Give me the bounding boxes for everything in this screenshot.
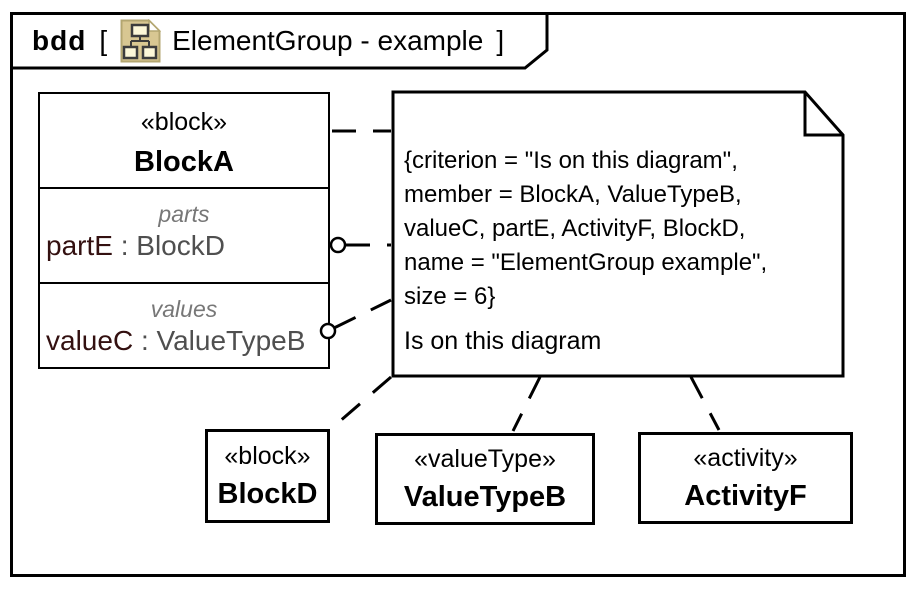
blockd-name: BlockD [217, 477, 318, 510]
diagram-kind-label: bdd [32, 25, 87, 56]
blocka-parts-compartment: parts partE : BlockD [40, 187, 328, 282]
property-name: valueC [46, 325, 134, 356]
note-line: size = 6} [404, 283, 496, 310]
close-bracket: ] [496, 25, 505, 56]
blocka-name-compartment: «block» BlockA [40, 94, 328, 187]
diagram-title: ElementGroup - example [172, 25, 484, 56]
note-line: name = "ElementGroup example", [404, 249, 768, 276]
note-shape [391, 90, 845, 378]
note-body-text: Is on this diagram [404, 327, 602, 355]
blockd-stereotype: «block» [224, 441, 311, 470]
block-blockd: «block» BlockD [205, 429, 330, 523]
valuetypeb-name: ValueTypeB [403, 480, 567, 513]
note-line: {criterion = "Is on this diagram", [404, 147, 738, 174]
property-type: : BlockD [112, 230, 225, 261]
note-fold-corner [803, 92, 843, 137]
blocka-name: BlockA [134, 146, 234, 178]
block-blocka: «block» BlockA parts partE : BlockD valu… [38, 92, 330, 369]
open-bracket: [ [99, 25, 108, 56]
blocka-values-compartment: values valueC : ValueTypeB [40, 282, 328, 367]
valuetype-valuetypeb: «valueType» ValueTypeB [375, 433, 595, 525]
element-group-icon [120, 19, 162, 63]
activity-activityf: «activity» ActivityF [638, 432, 853, 524]
value-property-valuec: valueC : ValueTypeB [40, 325, 328, 357]
frame-header: bdd [ ElementGroup - example ] [32, 19, 506, 63]
part-property-parte: partE : BlockD [40, 230, 328, 262]
note-line: valueC, partE, ActivityF, BlockD, [404, 215, 746, 242]
valuetypeb-stereotype: «valueType» [414, 444, 556, 473]
note-line: member = BlockA, ValueTypeB, [404, 181, 742, 208]
note-outline [391, 90, 845, 378]
activityf-stereotype: «activity» [693, 443, 798, 472]
values-compartment-label: values [150, 296, 218, 322]
blocka-stereotype: «block» [140, 108, 228, 136]
parts-compartment-label: parts [158, 201, 210, 227]
property-type: : ValueTypeB [133, 325, 306, 356]
activityf-name: ActivityF [684, 479, 807, 512]
note-text: {criterion = "Is on this diagram", membe… [404, 144, 836, 358]
property-name: partE [46, 230, 113, 261]
